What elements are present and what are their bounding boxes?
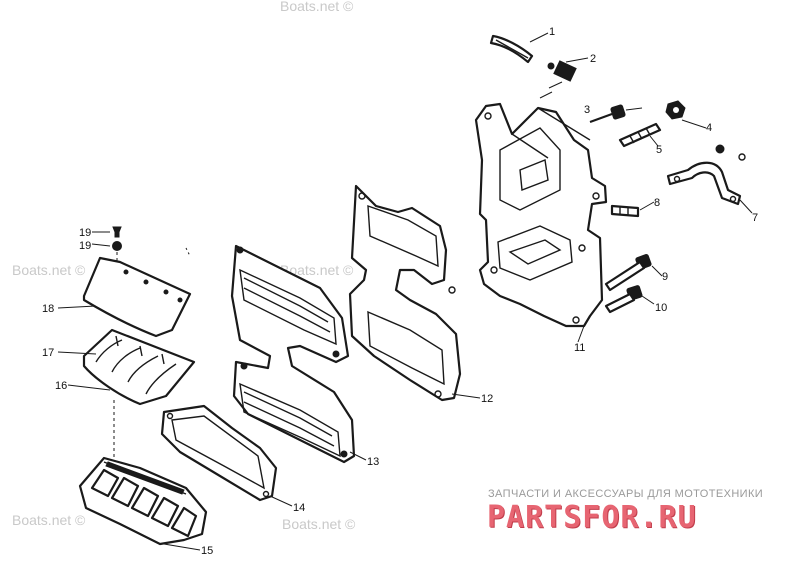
watermark-boats-mid: Boats.net ©: [280, 262, 354, 278]
part-2-fitting: [539, 60, 577, 99]
watermark-boats-left: Boats.net ©: [12, 262, 86, 278]
brand-logo: PARTSFOR.RU: [487, 500, 697, 535]
part-7-clamp: [666, 144, 742, 206]
part-18-reed-stop: [82, 256, 192, 338]
callout-16: 16: [55, 380, 67, 392]
part-11-housing: [474, 102, 608, 328]
callout-15: 15: [201, 545, 213, 557]
part-3-screw: [589, 104, 626, 124]
watermark-boats-bottom-mid: Boats.net ©: [282, 516, 356, 532]
part-9-screw: [604, 254, 652, 292]
part-5-stud: [618, 122, 662, 148]
callout-4: 4: [706, 122, 712, 134]
part-15-reed-cage: [78, 456, 208, 546]
part-10-bolt: [604, 285, 643, 314]
watermark-boats-bottom-left: Boats.net ©: [12, 512, 86, 528]
callout-11: 11: [574, 342, 585, 354]
part-16-17-reed-petals: [82, 328, 196, 406]
part-1-hose: [489, 34, 534, 64]
callout-3: 3: [584, 104, 590, 116]
callout-1: 1: [549, 26, 555, 38]
callout-14: 14: [293, 502, 305, 514]
leader-lines: [57, 32, 753, 551]
callout-7: 7: [752, 212, 758, 224]
part-4-nut: [665, 100, 686, 120]
part-14-gasket-frame: [160, 404, 278, 502]
callout-13: 13: [367, 456, 379, 468]
part-8-screw: [610, 204, 640, 218]
part-19-screws: [112, 226, 122, 251]
callout-9: 9: [662, 271, 668, 283]
callout-17: 17: [42, 347, 54, 359]
callout-10: 10: [655, 302, 667, 314]
part-12-gasket: [348, 184, 462, 402]
part-13-reed-plate: [230, 244, 356, 464]
callout-12: 12: [481, 393, 493, 405]
brand-tagline: ЗАПЧАСТИ И АКСЕССУАРЫ ДЛЯ МОТОТЕХНИКИ: [488, 488, 764, 500]
part-6-washer: [738, 153, 746, 161]
callout-2: 2: [590, 53, 596, 65]
callout-5: 5: [656, 144, 662, 156]
watermark-boats-top: Boats.net ©: [280, 0, 354, 14]
callout-19-top: 19: [79, 227, 91, 239]
callout-8: 8: [654, 197, 660, 209]
callout-19-bottom: 19: [79, 240, 91, 252]
callout-numbers: 1 2 3 4 5 8 7 9 10 11 12 13 14 15 16 17 …: [42, 26, 758, 557]
callout-18: 18: [42, 303, 54, 315]
